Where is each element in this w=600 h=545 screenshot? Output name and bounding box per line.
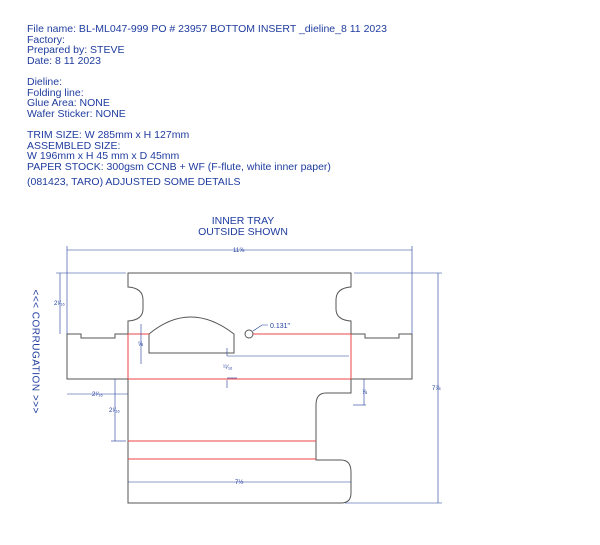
arch-cutout <box>148 316 235 354</box>
file-name: File name: BL-ML047-999 PO # 23957 BOTTO… <box>27 23 387 35</box>
dim-left-flap-height: 2¹⁄₁₆ <box>109 408 120 414</box>
title-line-1: INNER TRAY <box>211 215 275 227</box>
date: Date: 8 11 2023 <box>27 54 101 67</box>
paper-stock: PAPER STOCK: 300gsm CCNB + WF (F-flute, … <box>27 160 331 173</box>
folding-line-label: Folding line: <box>27 86 84 99</box>
dieline-label: Dieline: <box>27 75 63 88</box>
dim-arch-depth: ⅝ <box>138 342 144 348</box>
wafer-sticker: Wafer Sticker: NONE <box>27 107 126 120</box>
glue-area: Glue Area: NONE <box>27 97 110 110</box>
dim-bottom-width: 7½ <box>235 479 243 486</box>
dim-overall-width: 11⅝ <box>233 248 245 254</box>
assembled-size: ASSEMBLED SIZE: <box>27 139 121 152</box>
dim-top-height: 2¹⁄₁₆ <box>54 301 65 307</box>
dimension-lines <box>56 246 442 504</box>
dim-step: ⅞ <box>362 390 368 396</box>
prepared-by: Prepared by: STEVE <box>27 44 125 57</box>
dim-band-offset: ¹¹⁄₁₆ <box>223 365 233 371</box>
spec-block: File name: BL-ML047-999 PO # 23957 BOTTO… <box>27 24 387 188</box>
trim-size: TRIM SIZE: W 285mm x H 127mm <box>27 128 190 141</box>
dim-left-flap-width: 2¹⁄₁₆ <box>92 392 103 398</box>
factory: Factory: <box>27 33 65 46</box>
outline <box>66 272 413 504</box>
assembled-dims: W 196mm x H 45 mm x D 45mm <box>27 150 180 163</box>
fold-lines <box>127 333 352 460</box>
hole <box>244 329 254 339</box>
dim-hole: 0.131" <box>270 323 291 330</box>
revision-note: (081423, TARO) ADJUSTED SOME DETAILS <box>27 176 241 189</box>
cut-lines <box>66 272 413 504</box>
title-line-2: OUTSIDE SHOWN <box>198 226 288 238</box>
dim-overall-height: 7⅞ <box>432 386 441 392</box>
drawing-title: INNER TRAY OUTSIDE SHOWN <box>185 216 301 238</box>
